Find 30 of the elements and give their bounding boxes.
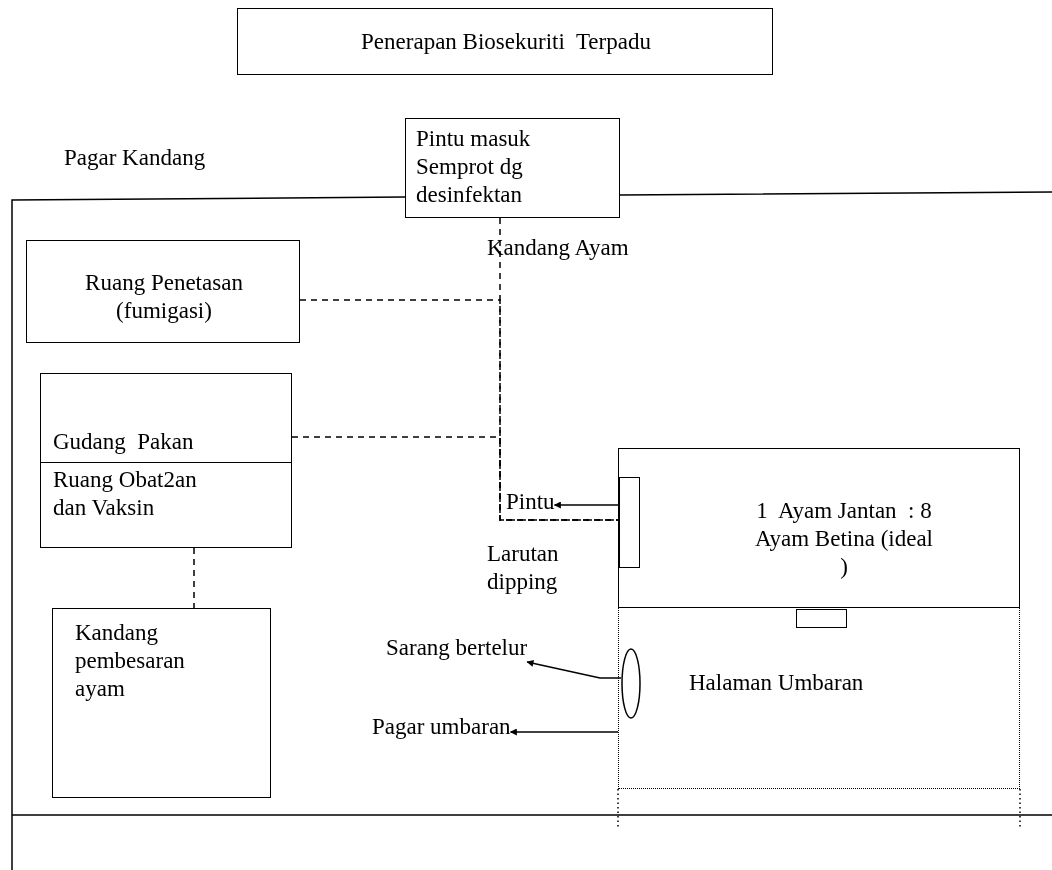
leader-arrow [526,659,622,679]
room-box [40,462,292,548]
room-name: Pintu masuk Semprot dg desinfektan [416,125,532,209]
room-name: Gudang Pakan [53,428,195,456]
room-name: Ruang Penetasan (fumigasi) [84,269,244,325]
room-box [26,240,300,343]
dashed-path [193,547,195,609]
door-label: Pintu [506,488,555,516]
dashed-path [291,436,620,521]
house-door [796,609,847,628]
leader-arrow [553,501,620,509]
room-name: Halaman Umbaran [689,669,865,697]
nest-label: Sarang bertelur [386,634,528,662]
fence-label: Pagar Kandang [64,144,206,172]
room-name: 1 Ayam Jantan : 8 Ayam Betina (ideal ) [754,497,934,581]
room-box [40,373,292,463]
chicken-house-box [618,448,1020,608]
room-name: Ruang Obat2an dan Vaksin [53,466,198,522]
solution-label: Larutan dipping [487,540,560,596]
title-box [237,8,773,75]
free-range-yard [618,607,1020,789]
dipping-door [619,477,640,568]
fence-label: Pagar umbaran [372,713,511,741]
area-label: Kandang Ayam [487,234,629,262]
entrance-gate-box [405,118,620,218]
room-name: Penerapan Biosekuriti Terpadu [360,28,652,56]
rearing-pen-box [52,608,271,798]
room-name: Kandang pembesaran ayam [75,619,186,703]
nest-ellipse [621,648,641,719]
leader-arrow [509,728,619,736]
